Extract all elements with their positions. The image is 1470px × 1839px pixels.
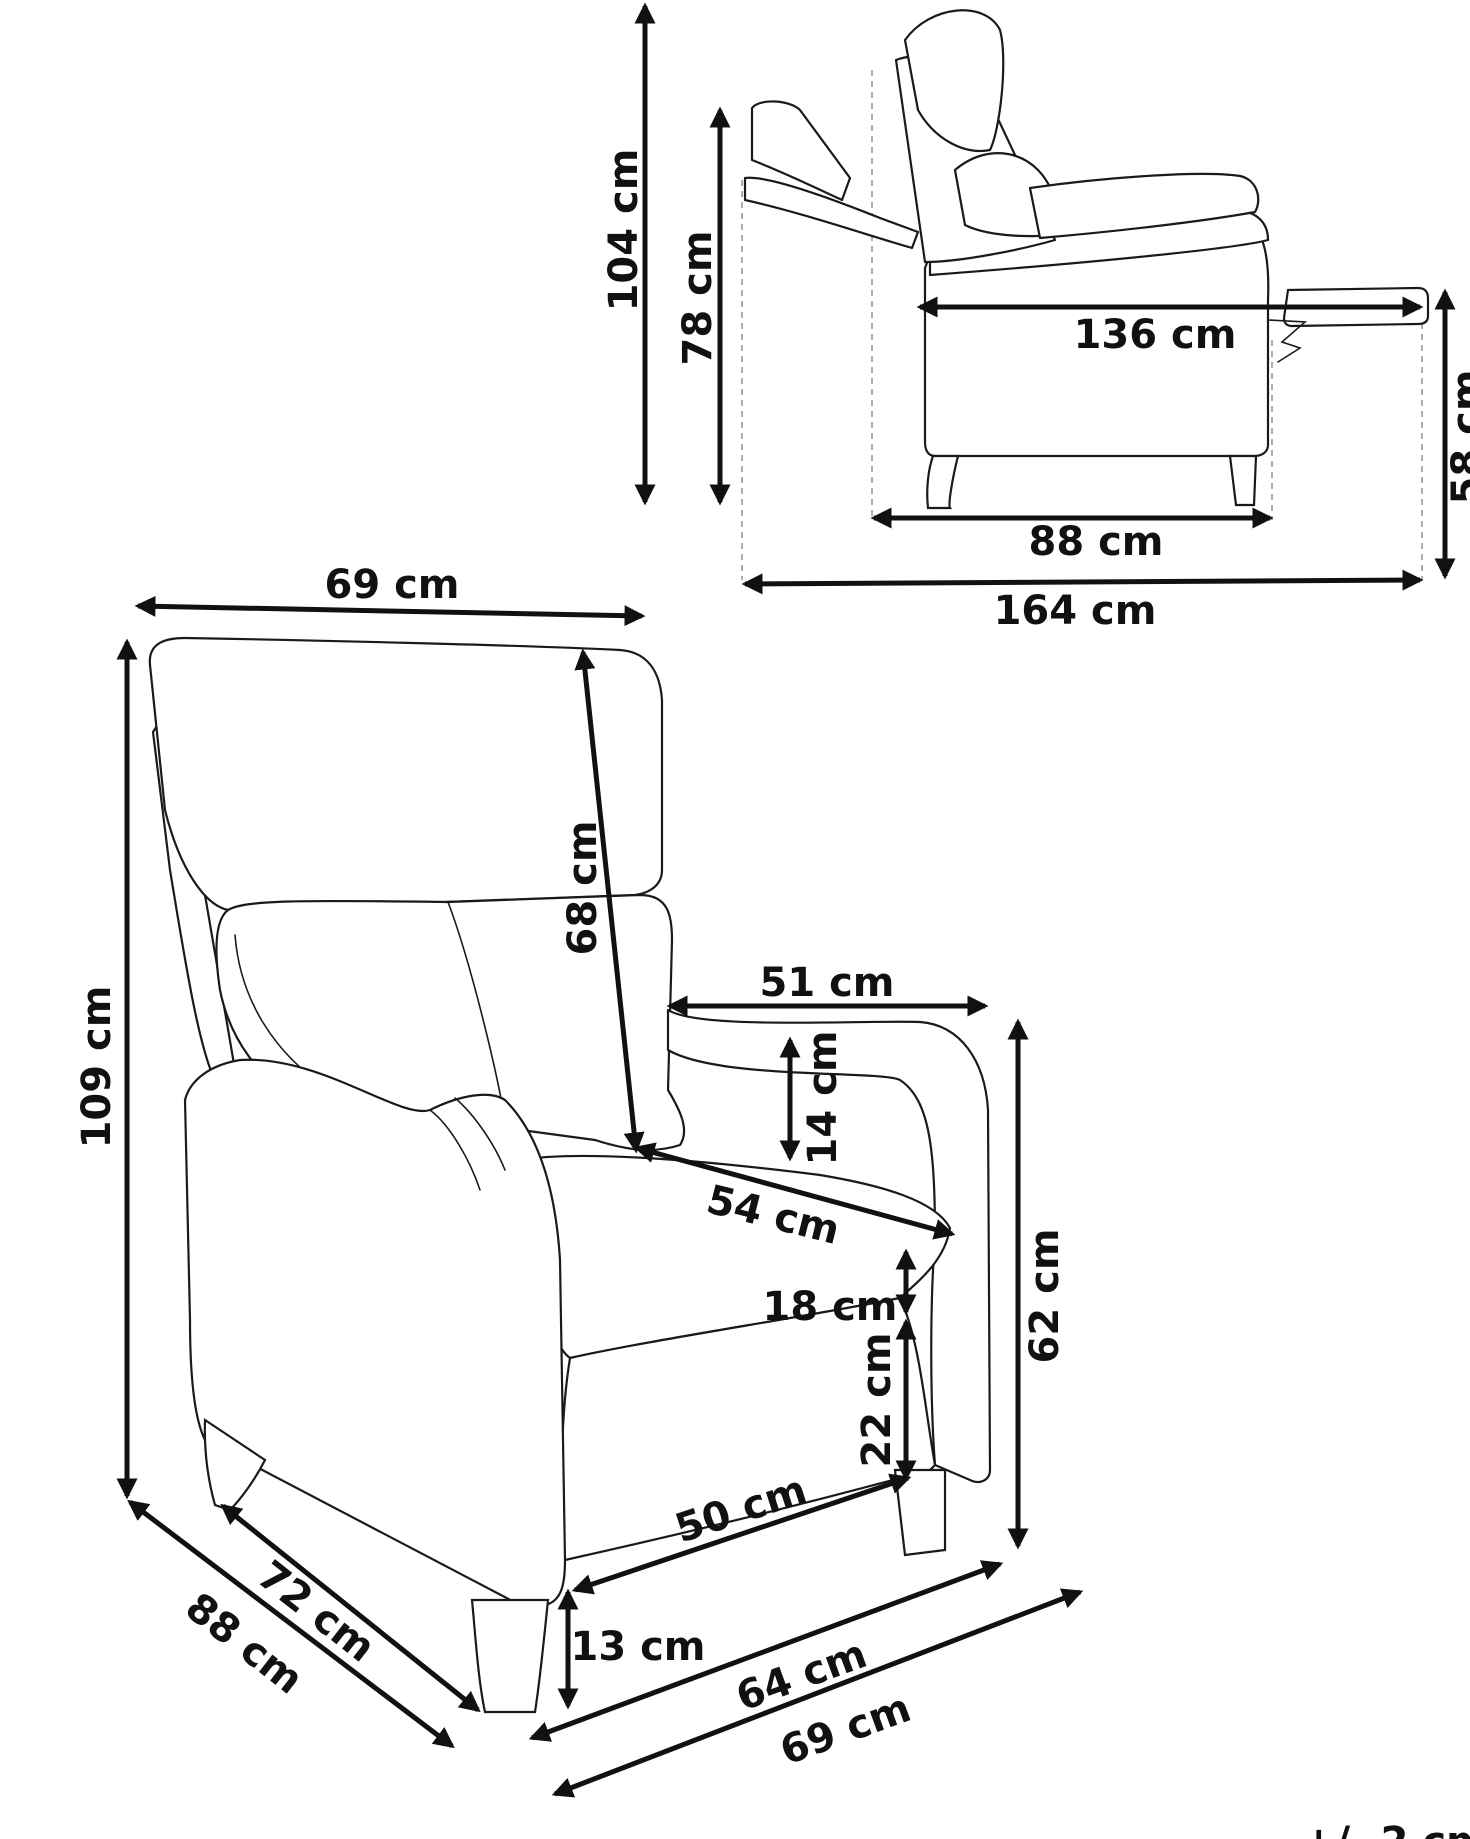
dim-arrow-69-top bbox=[134, 595, 646, 627]
label-164: 164 cm bbox=[994, 588, 1157, 634]
label-58: 58 cm bbox=[1444, 370, 1470, 505]
side-view-dimensions bbox=[634, 2, 1456, 595]
label-88-side: 88 cm bbox=[1029, 519, 1164, 565]
leg-front-right bbox=[893, 1468, 947, 1557]
label-69-top: 69 cm bbox=[325, 562, 460, 608]
label-18: 18 cm bbox=[763, 1284, 898, 1330]
front-view-dimensions bbox=[116, 595, 1084, 1798]
label-62: 62 cm bbox=[1022, 1229, 1068, 1364]
dim-arrow-68 bbox=[574, 648, 645, 1154]
tolerance-note: +/- 2 cm bbox=[1302, 1819, 1470, 1839]
label-109: 109 cm bbox=[74, 986, 120, 1149]
label-13: 13 cm bbox=[571, 1624, 706, 1670]
label-136: 136 cm bbox=[1074, 312, 1237, 358]
dim-arrow-88-front bbox=[127, 1499, 455, 1749]
side-view-labels: 104 cm 78 cm 136 cm 58 cm 88 cm 164 cm bbox=[601, 149, 1470, 634]
label-104: 104 cm bbox=[601, 149, 647, 312]
label-78: 78 cm bbox=[675, 231, 721, 366]
side-view-drawing bbox=[741, 9, 1430, 580]
dim-arrow-54 bbox=[633, 1142, 956, 1240]
front-view-labels: 69 cm 109 cm 68 cm 51 cm 14 cm 54 cm 18 … bbox=[74, 562, 1068, 1774]
label-51: 51 cm bbox=[760, 960, 895, 1006]
label-22: 22 cm bbox=[854, 1333, 900, 1468]
label-68: 68 cm bbox=[560, 821, 606, 956]
dim-arrow-69-bottom bbox=[551, 1588, 1084, 1798]
dim-arrow-164 bbox=[741, 569, 1424, 595]
label-14: 14 cm bbox=[800, 1031, 846, 1166]
leg-front-left bbox=[470, 1598, 550, 1714]
